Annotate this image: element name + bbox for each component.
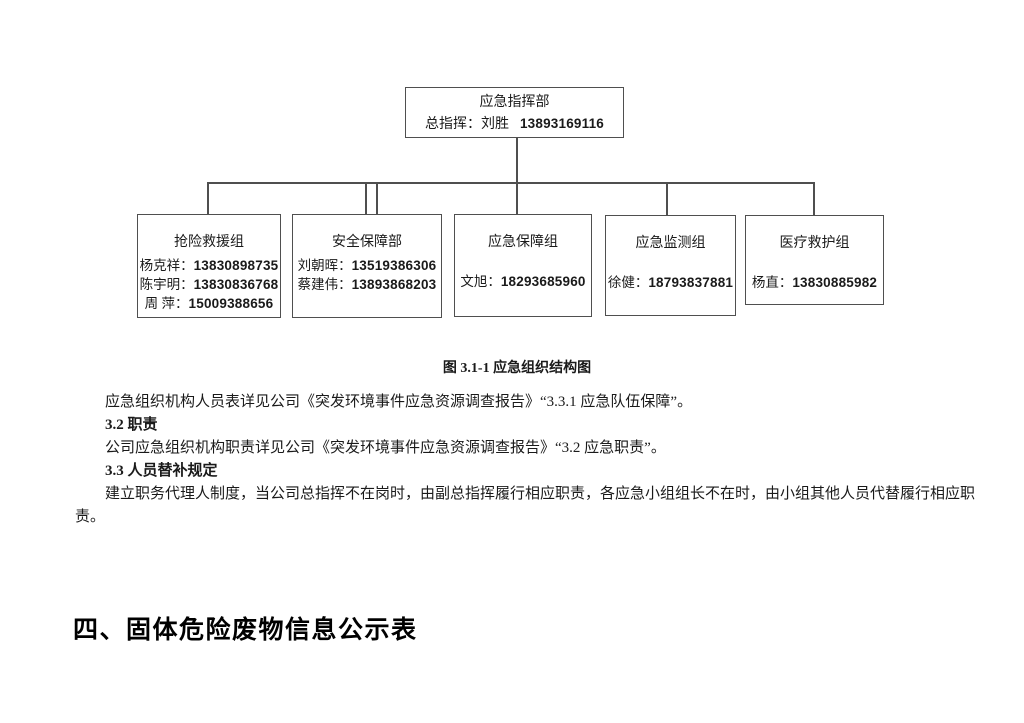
org-box-monitoring-group: 应急监测组 徐健：18793837881	[605, 215, 736, 316]
connector-root-drop	[516, 138, 518, 183]
member-row: 杨克祥：13830898735	[139, 258, 279, 273]
member-row: 杨直：13830885982	[751, 275, 878, 290]
section-4-heading: 四、固体危险废物信息公示表	[73, 616, 418, 644]
connector-drop-3	[516, 183, 518, 215]
member-row: 文旭：18293685960	[460, 274, 586, 289]
heading-3-3: 3.3 人员替补规定	[105, 463, 218, 479]
org-box-leader-row: 总指挥：刘胜 13893169116	[406, 114, 623, 134]
org-box-title: 应急监测组	[635, 236, 706, 251]
connector-horizontal	[207, 182, 815, 184]
member-row: 蔡建伟：13893868203	[297, 277, 437, 292]
org-box-safety-group: 安全保障部 刘朝晖：13519386306 蔡建伟：13893868203	[292, 214, 442, 318]
member-row: 刘朝晖：13519386306	[297, 258, 437, 273]
connector-drop-5	[813, 183, 815, 216]
member-row: 徐健：18793837881	[607, 275, 734, 290]
heading-3-2: 3.2 职责	[105, 417, 158, 433]
org-box-title: 应急指挥部	[479, 95, 550, 110]
org-box-command-center: 应急指挥部 总指挥：刘胜 13893169116	[405, 87, 624, 138]
org-box-title: 安全保障部	[332, 235, 402, 250]
connector-drop-2	[365, 183, 367, 215]
member-row: 陈宇明：13830836768	[139, 277, 279, 292]
connector-drop-1	[207, 183, 209, 215]
org-box-title: 医疗救护组	[779, 236, 850, 251]
paragraph-3-2: 公司应急组织机构职责详见公司《突发环境事件应急资源调查报告》“3.2 应急职责”…	[105, 440, 666, 456]
figure-caption: 图 3.1-1 应急组织结构图	[442, 361, 592, 376]
org-box-title: 应急保障组	[488, 235, 558, 250]
connector-drop-4	[666, 183, 668, 216]
connector-drop-2-overshoot	[376, 183, 378, 228]
paragraph-intro: 应急组织机构人员表详见公司《突发环境事件应急资源调查报告》“3.3.1 应急队伍…	[105, 394, 693, 410]
org-box-support-group: 应急保障组 文旭：18293685960	[454, 214, 592, 317]
org-box-title: 抢险救援组	[174, 235, 244, 250]
org-box-medical-group: 医疗救护组 杨直：13830885982	[745, 215, 884, 305]
org-box-rescue-group: 抢险救援组 杨克祥：13830898735 陈宇明：13830836768 周 …	[137, 214, 281, 318]
leader-label: 总指挥：刘胜	[424, 117, 509, 132]
member-row: 周 萍：15009388656	[144, 296, 274, 311]
leader-phone: 13893169116	[519, 116, 605, 131]
body-text: 应急组织机构人员表详见公司《突发环境事件应急资源调查报告》“3.3.1 应急队伍…	[75, 391, 980, 529]
paragraph-3-3: 建立职务代理人制度，当公司总指挥不在岗时，由副总指挥履行相应职责，各应急小组组长…	[75, 486, 976, 525]
